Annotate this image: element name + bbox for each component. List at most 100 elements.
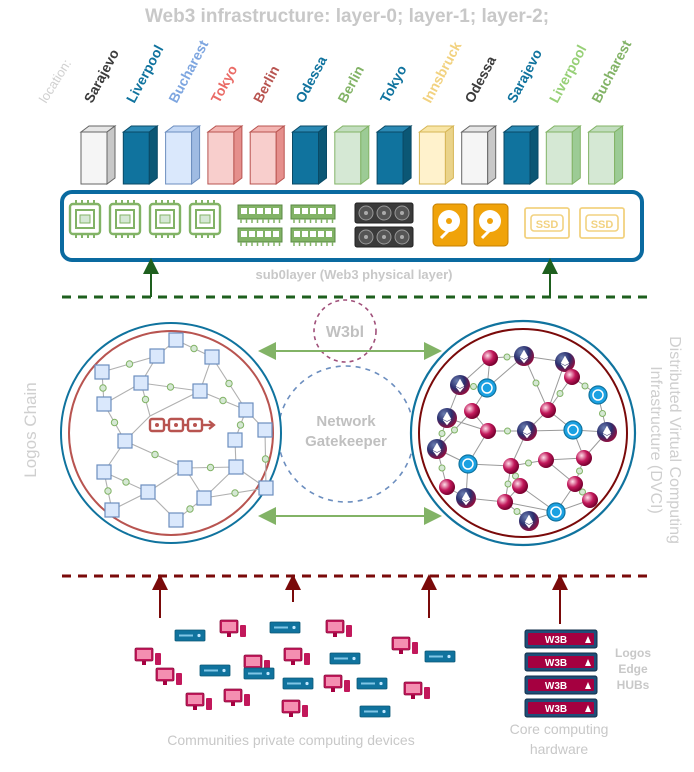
cpu-chip-icon-4 xyxy=(188,200,222,238)
dvci-ethereum-node-12 xyxy=(597,422,617,442)
dvci-ethereum-node-8 xyxy=(437,408,457,428)
server-tower-6 xyxy=(291,125,328,185)
dvci-storage-node-7 xyxy=(588,385,608,405)
logos-node-7 xyxy=(96,396,112,412)
ssd-icon-2: SSD xyxy=(579,207,625,239)
server-tower-3 xyxy=(164,125,202,185)
server-tower-5 xyxy=(248,125,286,185)
edge-hub-1: W3B xyxy=(524,629,598,649)
logos-chain-inner-circle xyxy=(68,330,274,536)
logos-node-2 xyxy=(149,348,165,364)
rack-server-icon-5 xyxy=(424,650,456,663)
desktop-computer-icon-10 xyxy=(281,699,308,717)
hard-drive-icon-2 xyxy=(473,203,509,247)
location-label-8: Tokyo xyxy=(377,62,410,105)
cpu-chip-icon-1 xyxy=(68,200,102,238)
desktop-computer-icon-3 xyxy=(325,619,352,637)
desktop-computer-icon-8 xyxy=(185,692,212,710)
server-tower-2 xyxy=(121,125,159,185)
location-label-7: Berlin xyxy=(334,63,367,106)
logos-node-17 xyxy=(168,512,184,528)
hub-label-line1: Logos xyxy=(615,646,651,660)
location-caption: location: xyxy=(36,57,74,106)
ram-module-icon-4 xyxy=(290,227,336,246)
logos-node-15 xyxy=(196,490,212,506)
diagram-title: Web3 infrastructure: layer-0; layer-1; l… xyxy=(145,6,549,27)
location-label-1: Sarajevo xyxy=(81,46,123,105)
server-tower-7 xyxy=(333,125,371,185)
w3bl-circle xyxy=(313,299,377,363)
logos-node-6 xyxy=(192,383,208,399)
dvci-ethereum-node-2 xyxy=(514,346,534,366)
rack-server-icon-8 xyxy=(359,705,391,718)
dvci-ethereum-node-19 xyxy=(456,488,476,508)
logos-node-16 xyxy=(258,480,274,496)
cpu-chip-icon-2 xyxy=(108,200,142,238)
hub-tag-4: W3B xyxy=(545,704,567,715)
location-label-6: Odessa xyxy=(292,53,330,105)
dvci-storage-node-22 xyxy=(546,502,566,522)
logos-node-20 xyxy=(227,432,243,448)
rack-server-icon-7 xyxy=(282,677,314,690)
logos-node-13 xyxy=(228,459,244,475)
logos-node-1 xyxy=(94,364,110,380)
logos-node-10 xyxy=(257,422,273,438)
ssd-icon-1: SSD xyxy=(524,207,570,239)
ram-module-icon-2 xyxy=(290,204,336,223)
dvci-label-line1: Distributed Virtual Computing xyxy=(666,336,683,544)
server-tower-1 xyxy=(79,125,117,185)
server-tower-4 xyxy=(206,125,244,185)
desktop-computer-icon-7 xyxy=(283,647,310,665)
desktop-computer-icon-11 xyxy=(403,681,430,699)
dvci-compute-node-17 xyxy=(576,450,592,466)
logos-node-8 xyxy=(238,402,254,418)
dvci-ethereum-node-13 xyxy=(427,439,447,459)
logos-node-12 xyxy=(177,460,193,476)
gatekeeper-label-line1: Network xyxy=(316,413,376,430)
dvci-storage-node-14 xyxy=(458,454,478,474)
dvci-compute-node-20 xyxy=(497,494,513,510)
svg-text:SSD: SSD xyxy=(591,219,614,231)
location-label-10: Odessa xyxy=(461,53,499,105)
dvci-compute-node-23 xyxy=(567,476,583,492)
desktop-computer-icon-4 xyxy=(391,636,418,654)
logos-node-4 xyxy=(204,349,220,365)
dvci-compute-node-1 xyxy=(482,350,498,366)
server-tower-9 xyxy=(417,125,455,185)
dvci-compute-node-25 xyxy=(540,402,556,418)
rack-server-icon-6 xyxy=(243,667,275,680)
dvci-compute-node-6 xyxy=(564,369,580,385)
dvci-compute-node-18 xyxy=(439,479,455,495)
dvci-network xyxy=(427,346,617,531)
edge-hub-4: W3B xyxy=(524,698,598,718)
desktop-computer-icon-9 xyxy=(223,688,250,706)
location-label-4: Tokyo xyxy=(207,62,240,105)
svg-text:SSD: SSD xyxy=(536,219,559,231)
rack-server-icon-1 xyxy=(174,629,206,642)
hub-tag-1: W3B xyxy=(545,635,567,646)
dvci-ethereum-node-10 xyxy=(517,421,537,441)
location-label-2: Liverpool xyxy=(123,42,167,105)
rack-server-icon-2 xyxy=(269,621,301,634)
location-label-9: Innsbruck xyxy=(419,39,465,106)
logos-node-5 xyxy=(133,375,149,391)
rack-server-icon-4 xyxy=(329,652,361,665)
location-label-5: Berlin xyxy=(250,63,283,106)
rack-server-icon-9 xyxy=(356,677,388,690)
logos-node-18 xyxy=(104,502,120,518)
dvci-storage-node-5 xyxy=(477,378,497,398)
core-hardware-label-line1: Core computing xyxy=(510,721,609,737)
dvci-compute-node-26 xyxy=(582,492,598,508)
gpu-card-icon-1 xyxy=(354,202,414,224)
logos-chain-label: Logos Chain xyxy=(21,382,40,477)
logos-node-11 xyxy=(96,464,112,480)
server-row xyxy=(79,125,625,185)
server-tower-11 xyxy=(502,125,540,185)
communities-label: Communities private computing devices xyxy=(167,732,414,748)
hardware-icons: SSD SSD xyxy=(68,200,625,248)
dvci-compute-node-9 xyxy=(480,423,496,439)
logos-node-3 xyxy=(168,332,184,348)
gpu-card-icon-2 xyxy=(354,226,414,248)
